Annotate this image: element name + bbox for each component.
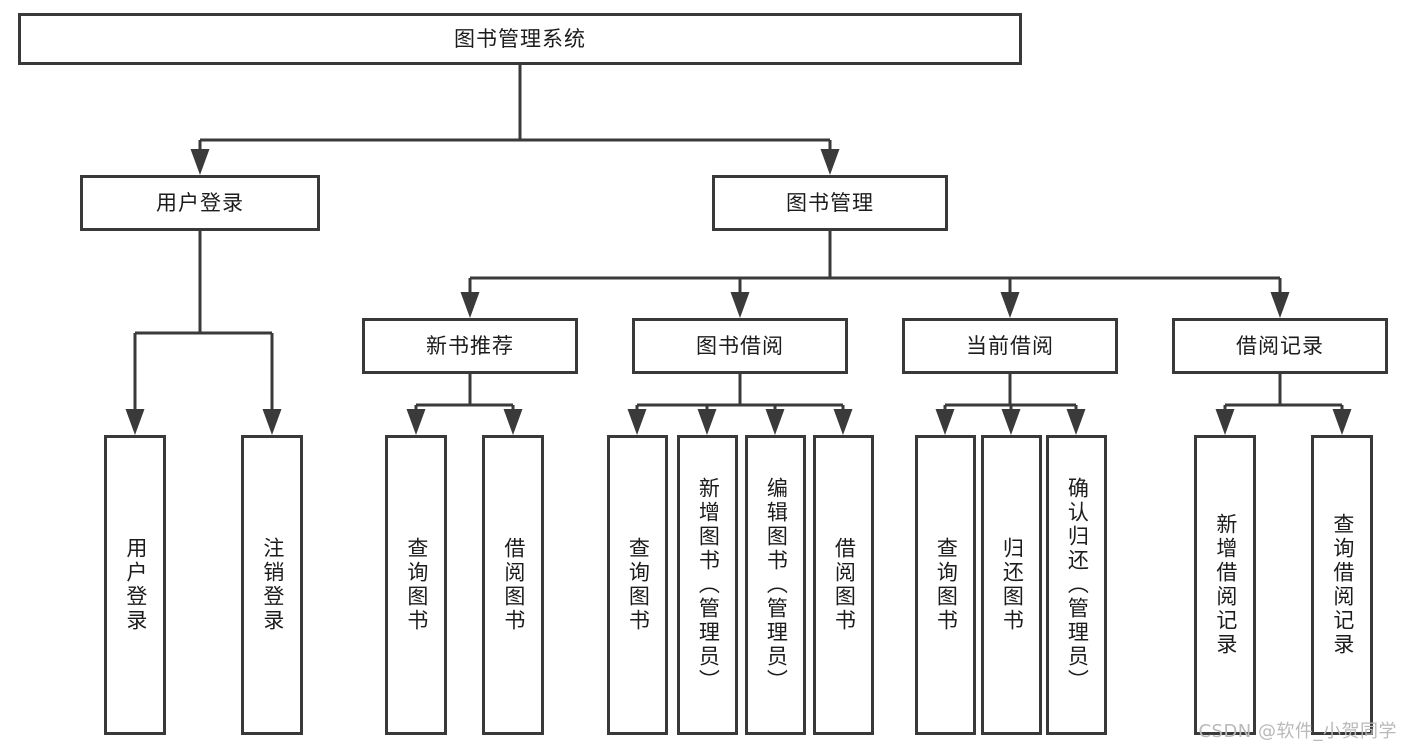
connector-arrowhead: [262, 409, 282, 435]
node-label-root-0: 图书管理系统: [454, 27, 586, 51]
node-leaf-8[interactable]: [915, 435, 976, 735]
node-leaf-11[interactable]: [1194, 435, 1256, 735]
watermark-text: CSDN @软件_小贺同学: [1198, 721, 1397, 742]
node-label-level2-0: 用户登录: [156, 191, 244, 215]
node-level3-2[interactable]: [902, 318, 1118, 374]
node-label-level2-1: 图书管理: [786, 191, 874, 215]
node-leaf-1[interactable]: [241, 435, 303, 735]
node-box-rect: [104, 435, 166, 735]
node-leaf-0[interactable]: [104, 435, 166, 735]
connector-arrowhead: [1000, 292, 1020, 318]
node-leaf-10[interactable]: [1046, 435, 1107, 735]
node-leaf-12[interactable]: [1311, 435, 1373, 735]
node-root-0[interactable]: [18, 13, 1022, 65]
node-label-level3-2: 当前借阅: [966, 334, 1054, 358]
node-box-rect: [1311, 435, 1373, 735]
node-box-rect: [80, 175, 320, 231]
connector-arrowhead: [833, 409, 853, 435]
node-leaf-3[interactable]: [482, 435, 544, 735]
node-label-level3-1: 图书借阅: [696, 334, 784, 358]
node-box-rect: [915, 435, 976, 735]
connector-arrowhead: [1270, 292, 1290, 318]
connector-arrowhead: [125, 409, 145, 435]
node-level2-1[interactable]: [712, 175, 948, 231]
node-box-rect: [632, 318, 848, 374]
node-box-rect: [385, 435, 447, 735]
connector-layer: [125, 65, 1352, 435]
node-label-level3-0: 新书推荐: [426, 334, 514, 358]
connector-arrowhead: [820, 149, 840, 175]
node-leaf-7[interactable]: [813, 435, 874, 735]
connector-arrowhead: [503, 409, 523, 435]
node-box-rect: [18, 13, 1022, 65]
connector-arrowhead: [1001, 409, 1021, 435]
connector-arrowhead: [406, 409, 426, 435]
connector-arrowhead: [697, 409, 717, 435]
node-box-rect: [241, 435, 303, 735]
node-box-rect: [482, 435, 544, 735]
node-level3-3[interactable]: [1172, 318, 1388, 374]
node-level3-0[interactable]: [362, 318, 578, 374]
node-box-rect: [1046, 435, 1107, 735]
connector-arrowhead: [627, 409, 647, 435]
connector-arrowhead: [765, 409, 785, 435]
node-leaf-4[interactable]: [607, 435, 668, 735]
node-level2-0[interactable]: [80, 175, 320, 231]
node-box-rect: [712, 175, 948, 231]
connector-arrowhead: [190, 149, 210, 175]
connector-arrowhead: [1066, 409, 1086, 435]
node-box-rect: [902, 318, 1118, 374]
node-box-layer: [18, 13, 1388, 735]
connector-arrowhead: [460, 292, 480, 318]
connector-arrowhead: [1215, 409, 1235, 435]
connector-arrowhead: [935, 409, 955, 435]
node-box-rect: [813, 435, 874, 735]
node-box-rect: [607, 435, 668, 735]
node-label-level3-3: 借阅记录: [1236, 334, 1324, 358]
connector-arrowhead: [1332, 409, 1352, 435]
connector-arrowhead: [730, 292, 750, 318]
node-leaf-6[interactable]: [745, 435, 806, 735]
node-leaf-2[interactable]: [385, 435, 447, 735]
node-box-rect: [362, 318, 578, 374]
node-leaf-5[interactable]: [677, 435, 738, 735]
node-box-rect: [981, 435, 1042, 735]
node-box-rect: [677, 435, 738, 735]
node-box-rect: [745, 435, 806, 735]
node-level3-1[interactable]: [632, 318, 848, 374]
node-box-rect: [1194, 435, 1256, 735]
node-box-rect: [1172, 318, 1388, 374]
node-leaf-9[interactable]: [981, 435, 1042, 735]
